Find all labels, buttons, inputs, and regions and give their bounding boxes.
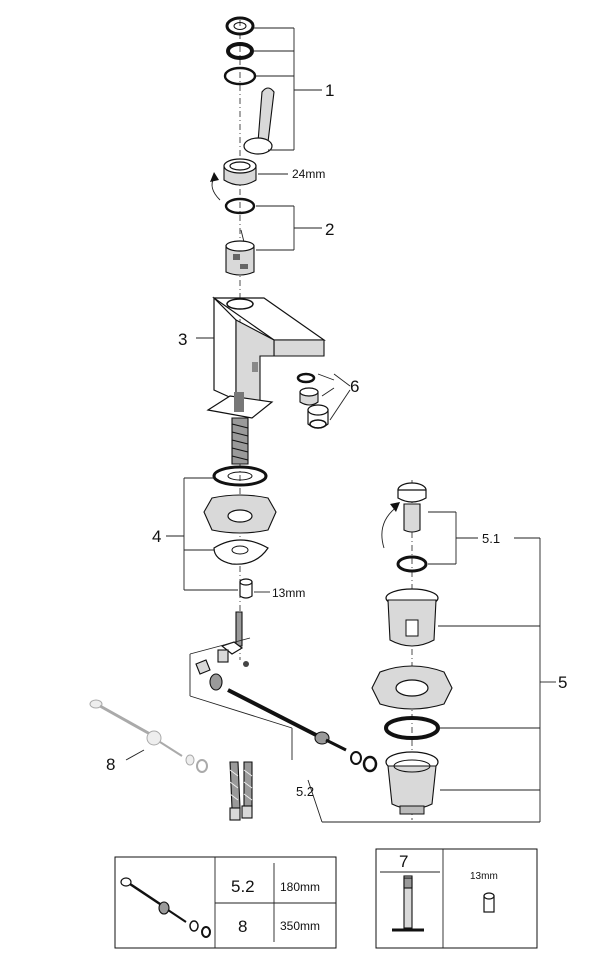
part-1-handle-set bbox=[223, 16, 275, 155]
callout-5-1: 5.1 bbox=[482, 531, 500, 546]
dimension-nut-24mm: 24mm bbox=[292, 167, 325, 181]
callout-8: 8 bbox=[106, 755, 115, 774]
part-5-waste-body bbox=[371, 588, 453, 815]
flexible-hoses bbox=[229, 761, 253, 821]
callout-1: 1 bbox=[325, 81, 334, 100]
part-8-extension-rod bbox=[89, 699, 208, 773]
tool-number: 7 bbox=[399, 852, 408, 871]
rotate-arrow-icon bbox=[210, 172, 219, 182]
callout-4-leaders bbox=[166, 477, 238, 591]
table-row2-part: 8 bbox=[238, 917, 247, 936]
callout-1-leaders bbox=[254, 27, 322, 151]
callout-6-leaders bbox=[317, 373, 351, 421]
dimension-hex-13mm: 13mm bbox=[272, 586, 305, 600]
cartridge-nut bbox=[210, 158, 257, 201]
part-6-aerator bbox=[296, 372, 329, 429]
rotate-arrow-icon bbox=[390, 502, 400, 512]
callout-5-2-leaders bbox=[189, 637, 540, 823]
callout-3: 3 bbox=[178, 330, 187, 349]
callout-5-2: 5.2 bbox=[296, 784, 314, 799]
table-row2-length: 350mm bbox=[280, 919, 320, 933]
callout-5-leaders bbox=[428, 511, 556, 822]
callout-4: 4 bbox=[152, 527, 161, 546]
callout-5: 5 bbox=[558, 673, 567, 692]
part-4-fixing-set bbox=[203, 465, 277, 647]
tool-size: 13mm bbox=[470, 871, 498, 882]
rod-length-table bbox=[114, 856, 337, 949]
mounting-plate bbox=[206, 392, 274, 465]
callout-2-leaders bbox=[256, 205, 322, 251]
table-row1-length: 180mm bbox=[280, 880, 320, 894]
part-5-2-popup-rod bbox=[195, 641, 378, 773]
callout-6: 6 bbox=[350, 377, 359, 396]
callout-2: 2 bbox=[325, 220, 334, 239]
table-row1-part: 5.2 bbox=[231, 877, 255, 896]
part-2-cartridge bbox=[224, 197, 256, 276]
part-3-faucet-body bbox=[212, 296, 326, 403]
tool-box bbox=[375, 848, 538, 949]
part-5-1-popup-plug bbox=[381, 482, 428, 573]
